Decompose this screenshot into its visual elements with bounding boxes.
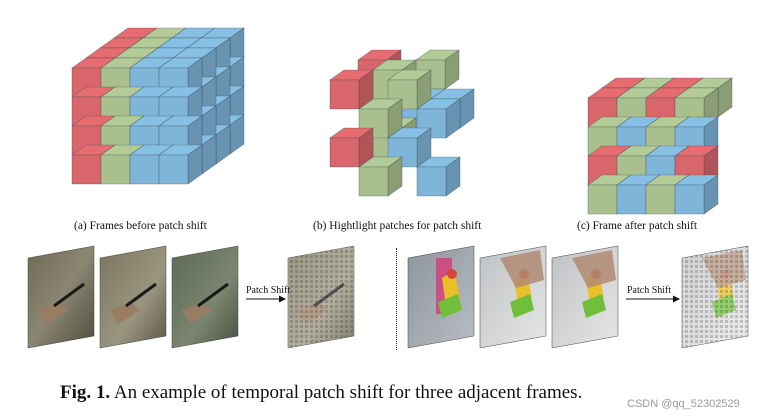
figure-label: Fig. 1. [60,382,111,403]
toy-base [438,294,462,318]
patch-mesh-overlay [288,246,354,348]
pen-shape [125,282,157,308]
cube-front-face [416,166,447,197]
hand-shape [110,302,140,324]
watermark: CSDN @qq_52302529 [627,398,740,410]
toy-head [447,269,457,279]
group-divider [396,248,397,350]
cube-front-face [129,154,160,185]
figure-text: An example of temporal patch shift for t… [113,382,583,403]
cube-front-face [645,184,676,215]
figure-caption: Fig. 1. An example of temporal patch shi… [60,382,582,404]
hand-shape [38,302,68,324]
caption-c: (c) Frame after patch shift [577,220,698,232]
hand-shape [572,250,616,288]
caption-a: (a) Frames before patch shift [74,220,207,232]
frame-pen-1 [27,245,95,349]
hand-shape [500,250,544,288]
frame-pen-2 [99,245,167,349]
patch-shift-label-right: Patch Shift [627,285,672,296]
cube-front-face [71,154,102,185]
toy-base [582,294,606,318]
cube-front-face [158,154,189,185]
cube-front-face [358,166,389,197]
toy-base [510,294,534,318]
patch-mesh-overlay [682,246,748,348]
patch-shift-arrow-right-head [673,295,680,303]
cube-front-face [674,184,705,215]
frame-pen-3 [171,245,239,349]
pen-shape [197,282,229,308]
cube-diagrams [71,27,733,215]
cube-front-face [587,184,618,215]
patch-shift-arrow-left-head [279,295,286,303]
cube-front-face [329,79,360,110]
frame-strip [27,245,749,349]
cube-front-face [616,184,647,215]
hand-shape [182,302,212,324]
cube-front-face [329,137,360,168]
patch-shift-label-left: Patch Shift [246,285,291,296]
caption-b: (b) Hightlight patches for patch shift [313,220,482,232]
cube-front-face [100,154,131,185]
pen-shape [53,282,85,308]
